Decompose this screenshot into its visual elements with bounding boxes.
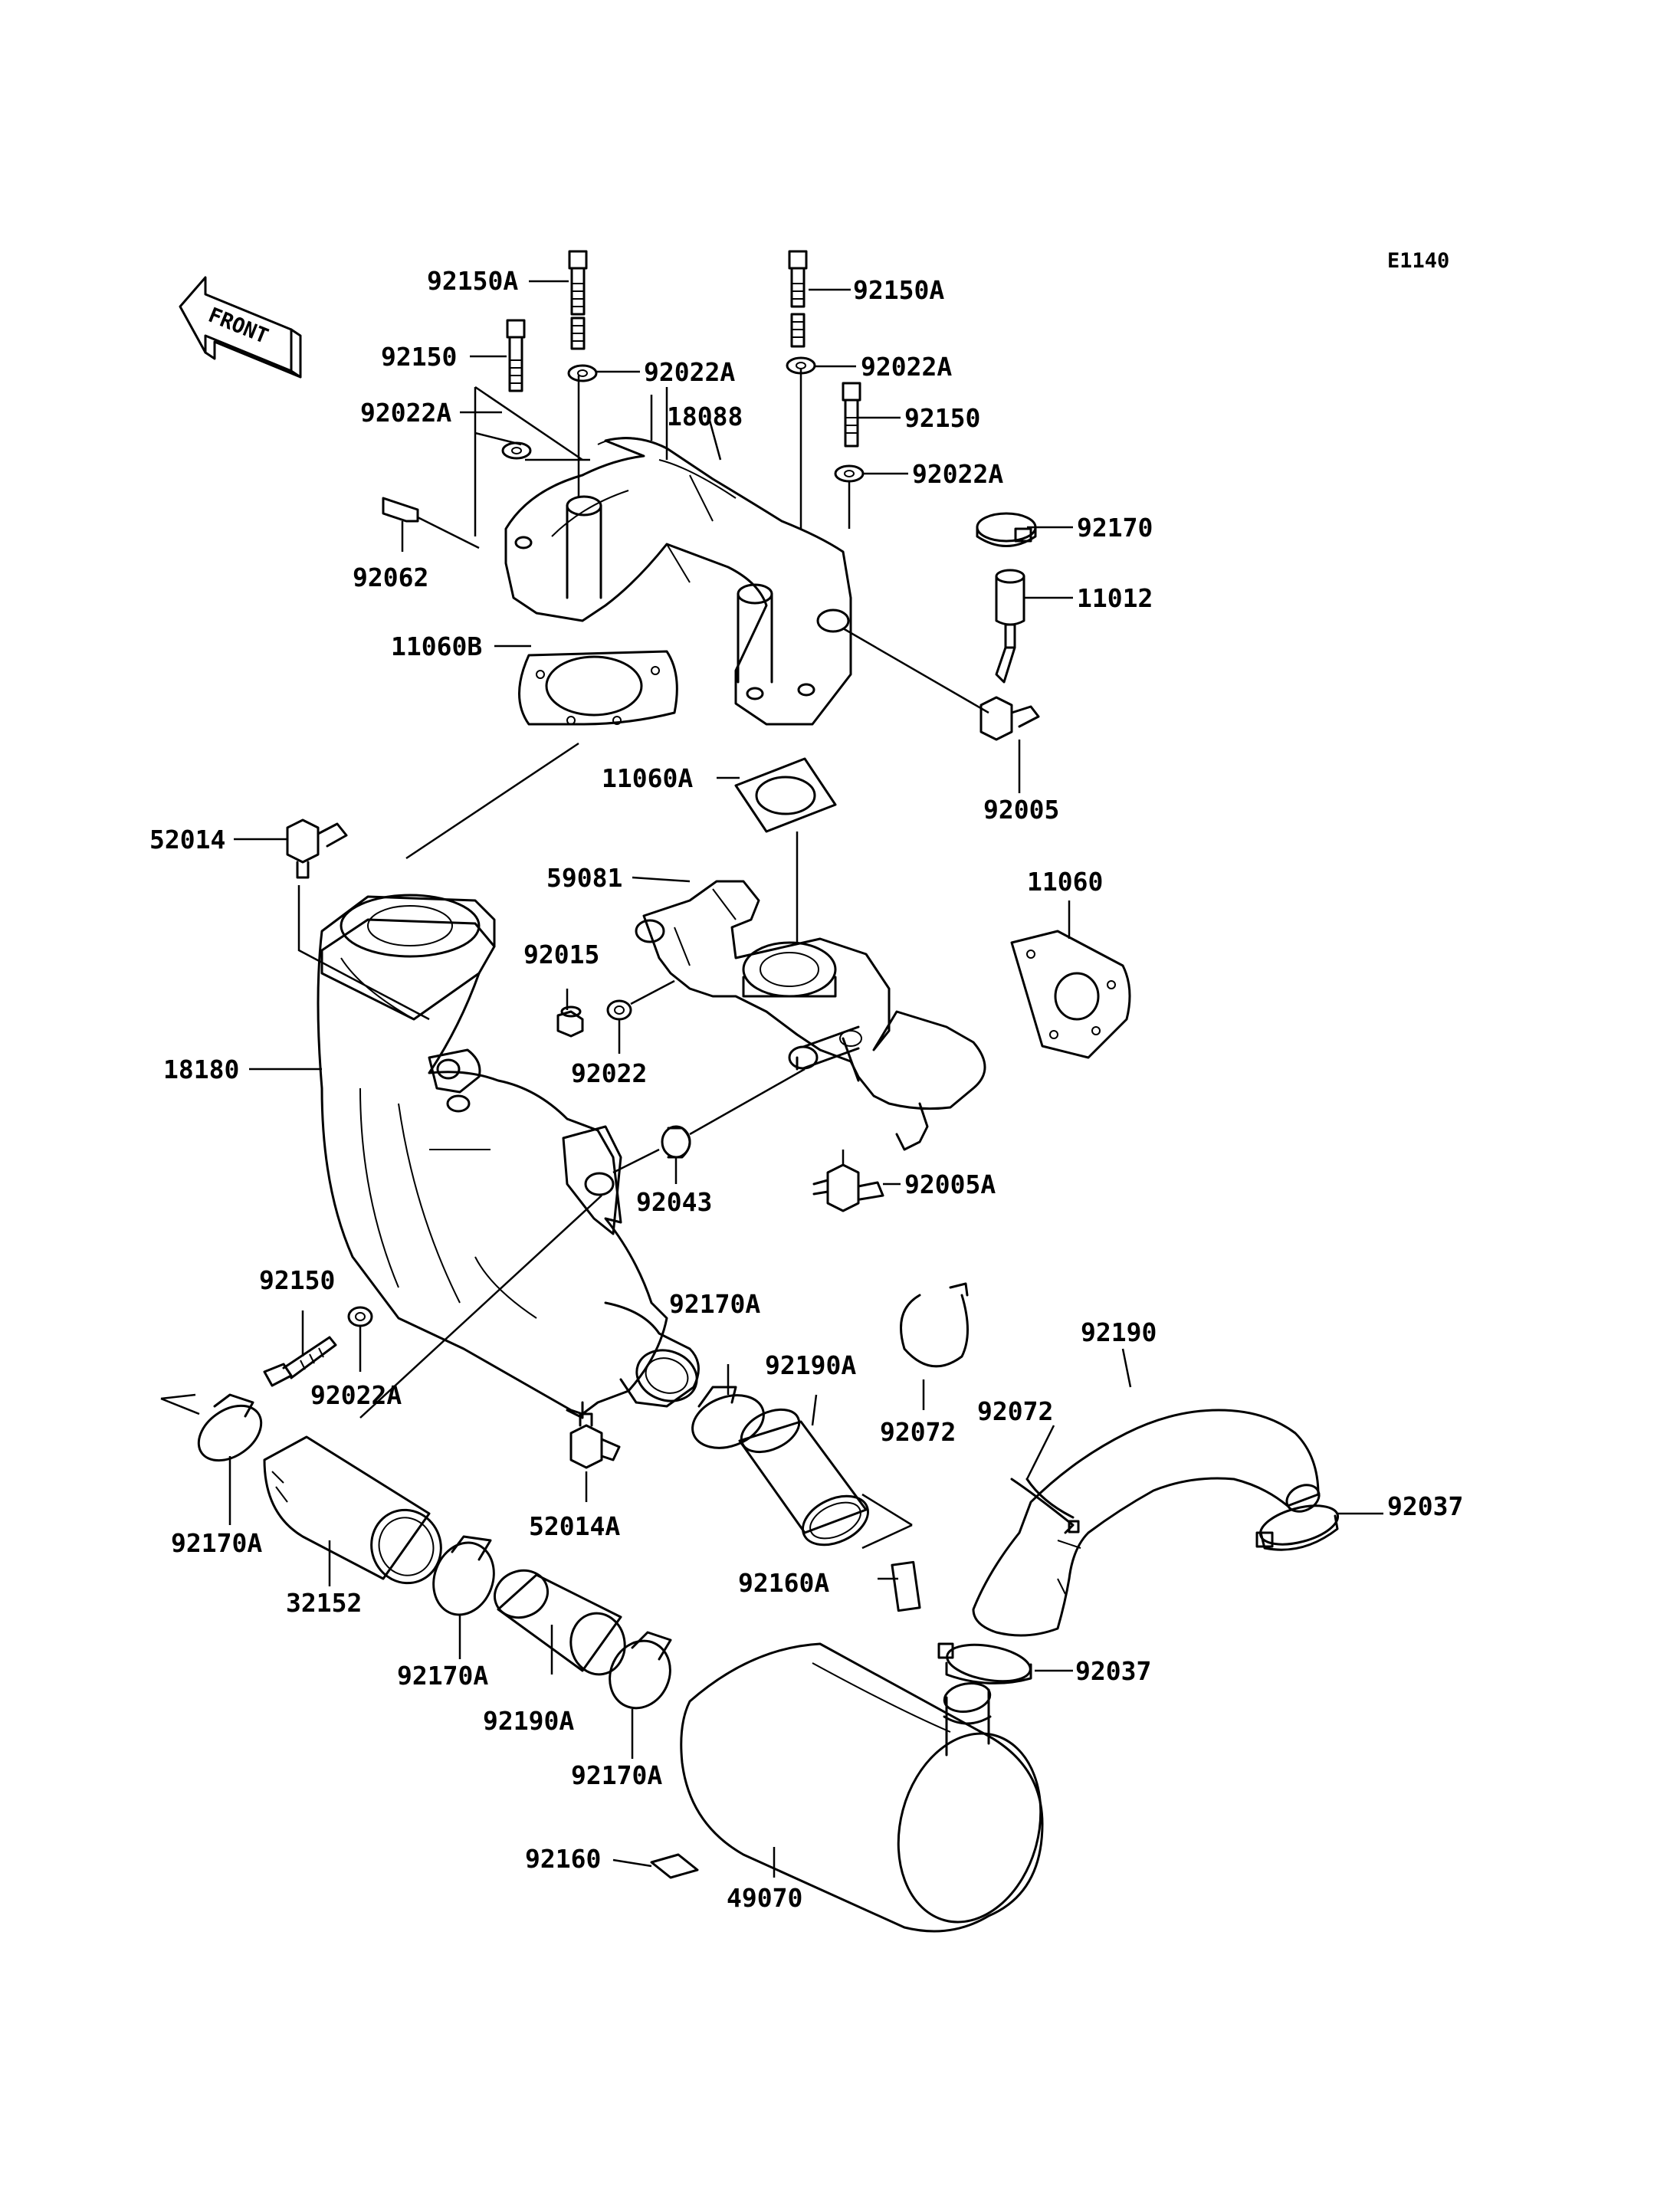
callout-92150A-left: 92150A <box>427 266 518 296</box>
clamp-92170A-middle <box>432 1535 495 1616</box>
hose-92190A-lower <box>494 1569 626 1676</box>
callout-92170A-middle: 92170A <box>397 1661 488 1691</box>
leader-lines <box>228 280 1383 1878</box>
bolt-92150A-left <box>568 250 588 350</box>
hose-92190A-upper <box>738 1408 913 1550</box>
callout-92005: 92005 <box>983 795 1059 825</box>
sensor-11012 <box>995 569 1025 684</box>
pad-92160 <box>650 1853 699 1879</box>
muffler-49070 <box>680 1642 1044 1933</box>
cable-tie-92072-upper <box>900 1282 969 1410</box>
hose-92190 <box>972 1409 1321 1637</box>
washer-92022A-lower <box>347 1306 373 1327</box>
callout-92170A-lower: 92170A <box>571 1760 662 1790</box>
gasket-11060A <box>734 757 837 943</box>
callout-92072-upper: 92072 <box>880 1417 956 1447</box>
callout-32152: 32152 <box>286 1588 362 1618</box>
exhaust-pipe-59081 <box>635 880 986 1151</box>
callout-92022A-lower: 92022A <box>310 1380 402 1410</box>
gasket-11060B <box>405 650 678 860</box>
callout-92170A-upper: 92170A <box>669 1289 760 1319</box>
callout-92170A-left: 92170A <box>171 1528 262 1558</box>
callout-92160: 92160 <box>525 1844 601 1874</box>
callout-18088: 18088 <box>667 402 743 431</box>
callout-labels: 92150A 92150A 92150 92022A 92022A 92022A… <box>149 266 1463 1913</box>
callout-92005A: 92005A <box>904 1169 996 1199</box>
callout-92037-lower: 92037 <box>1075 1656 1151 1686</box>
expansion-chamber-18180 <box>317 894 700 1419</box>
callout-92022: 92022 <box>571 1058 647 1088</box>
callout-92015: 92015 <box>523 940 599 969</box>
tee-fitting-92005A <box>812 1150 884 1212</box>
callout-11012: 11012 <box>1077 583 1153 613</box>
bolt-92150-lower <box>263 1336 337 1387</box>
callout-11060A: 11060A <box>602 763 693 793</box>
clamp-92170A-upper <box>691 1386 765 1449</box>
callout-11060: 11060 <box>1027 867 1103 897</box>
callout-92190: 92190 <box>1081 1317 1157 1347</box>
callout-92150-lower: 92150 <box>259 1265 335 1295</box>
callout-92190A-lower: 92190A <box>483 1706 574 1736</box>
tee-fitting-92005 <box>842 627 1040 793</box>
callout-92190A-upper: 92190A <box>765 1350 856 1380</box>
callout-92037-right: 92037 <box>1387 1491 1463 1521</box>
pipe-32152 <box>263 1435 442 1585</box>
callout-92150-right: 92150 <box>904 403 980 433</box>
fitting-92062 <box>382 497 480 549</box>
front-arrow-icon: FRONT <box>179 276 302 379</box>
callout-18180: 18180 <box>163 1055 239 1084</box>
elbow-fitting-52014A <box>569 1412 621 1469</box>
callout-92022A-center: 92022A <box>644 357 735 387</box>
cap-92015 <box>556 989 584 1038</box>
callout-11060B: 11060B <box>391 631 482 661</box>
callout-52014A: 52014A <box>529 1511 620 1541</box>
callout-92150A-right: 92150A <box>853 275 944 305</box>
callout-92170: 92170 <box>1077 513 1153 543</box>
callout-92160A: 92160A <box>738 1568 829 1598</box>
pad-92160A <box>891 1560 921 1612</box>
callout-92022A-lower-right: 92022A <box>912 459 1003 489</box>
callout-52014: 52014 <box>149 825 225 854</box>
clamp-92037-lower <box>937 1642 1032 1684</box>
elbow-fitting-52014 <box>286 818 430 1021</box>
callout-59081: 59081 <box>546 863 622 893</box>
clamp-92170A-lower <box>609 1631 672 1710</box>
clamp-92170 <box>976 512 1037 547</box>
callout-92043: 92043 <box>636 1187 712 1217</box>
callout-92022A-right: 92022A <box>861 352 952 382</box>
bolt-92150A-right <box>788 250 808 348</box>
callout-49070: 49070 <box>727 1883 802 1913</box>
callout-92062: 92062 <box>353 563 428 592</box>
bolt-92150-right <box>842 382 861 448</box>
clamp-92170A-left <box>160 1393 263 1462</box>
callout-92022A-left: 92022A <box>360 398 451 428</box>
cable-tie-92072-lower <box>1025 1478 1080 1533</box>
callout-92150-left: 92150 <box>381 342 457 372</box>
washer-92022 <box>606 979 675 1021</box>
gasket-11060 <box>1010 930 1131 1059</box>
exhaust-manifold-18088 <box>504 437 852 726</box>
bolt-92150-left <box>506 319 526 392</box>
clamp-92037-right <box>1255 1504 1340 1551</box>
callout-92072-lower: 92072 <box>977 1396 1053 1426</box>
diagram-code: E1140 <box>1387 249 1449 273</box>
